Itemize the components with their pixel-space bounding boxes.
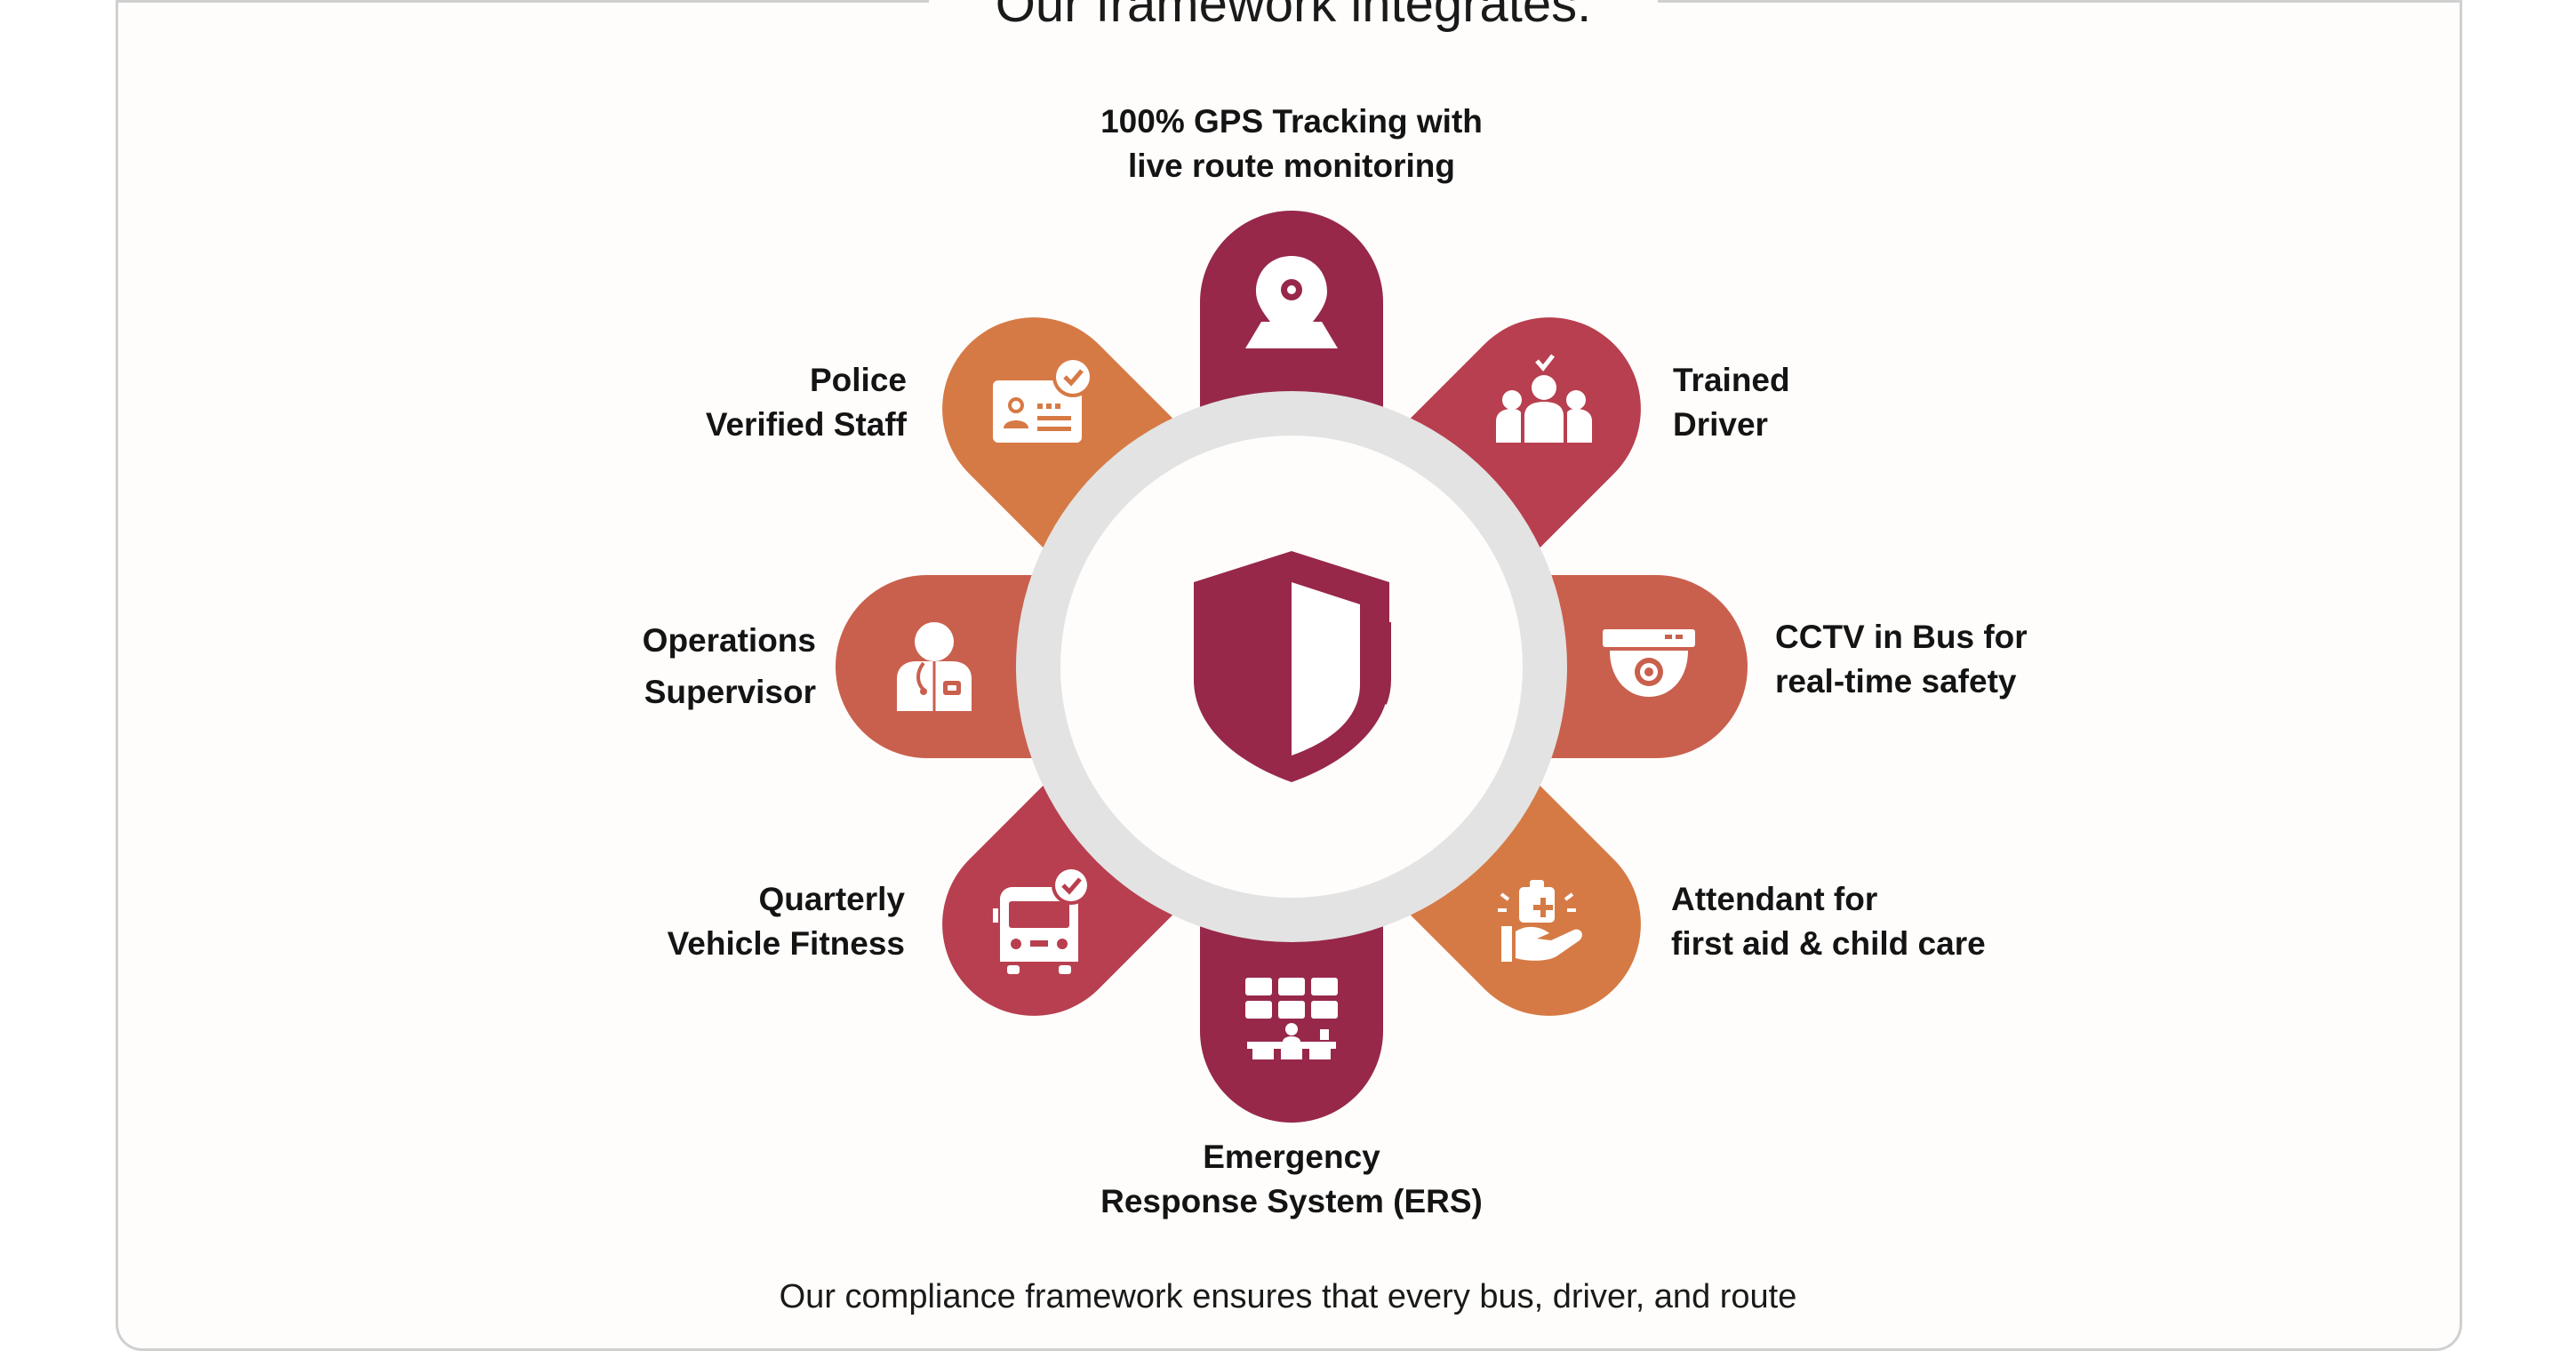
framework-diagram (836, 211, 1748, 1123)
id-card-check-icon (993, 356, 1093, 443)
label-attendant: Attendant for first aid & child care (1671, 877, 1986, 966)
label-line: 100% GPS Tracking with (1100, 103, 1483, 140)
label-line: Verified Staff (705, 406, 907, 443)
footer-text: Our compliance framework ensures that ev… (779, 1278, 1797, 1315)
label-line: Response System (ERS) (1100, 1183, 1483, 1219)
section-title: Our framework integrates: (995, 0, 1592, 33)
cctv-camera-icon (1603, 629, 1695, 697)
label-line: Operations (642, 622, 816, 659)
map-pin-icon (1245, 256, 1338, 348)
label-line: CCTV in Bus for (1775, 619, 2028, 655)
label-supervisor: Operations Supervisor (643, 615, 816, 718)
label-line: Attendant for (1671, 881, 1878, 917)
supervisor-icon (897, 622, 972, 711)
label-ers: Emergency Response System (ERS) (1067, 1135, 1516, 1224)
label-line: Supervisor (644, 674, 816, 710)
label-line: live route monitoring (1128, 148, 1455, 184)
first-aid-hand-icon (1498, 880, 1582, 962)
control-room-icon (1245, 978, 1338, 1059)
bus-check-icon (993, 866, 1091, 974)
card-border-left (116, 0, 929, 3)
label-fitness: Quarterly Vehicle Fitness (668, 877, 905, 966)
label-cctv: CCTV in Bus for real-time safety (1775, 615, 2028, 704)
label-line: Driver (1673, 406, 1768, 443)
group-check-icon (1496, 354, 1592, 443)
label-line: first aid & child care (1671, 925, 1986, 962)
label-line: real-time safety (1775, 663, 2017, 699)
card-border-right (1658, 0, 2462, 3)
label-line: Quarterly (758, 881, 905, 917)
label-line: Emergency (1203, 1139, 1380, 1175)
label-line: Trained (1673, 362, 1790, 398)
label-trained-driver: Trained Driver (1673, 358, 1790, 447)
shield-icon (1194, 551, 1391, 782)
label-gps: 100% GPS Tracking with live route monito… (1067, 100, 1516, 188)
label-police: Police Verified Staff (706, 358, 907, 447)
label-line: Police (810, 362, 907, 398)
label-line: Vehicle Fitness (667, 925, 905, 962)
